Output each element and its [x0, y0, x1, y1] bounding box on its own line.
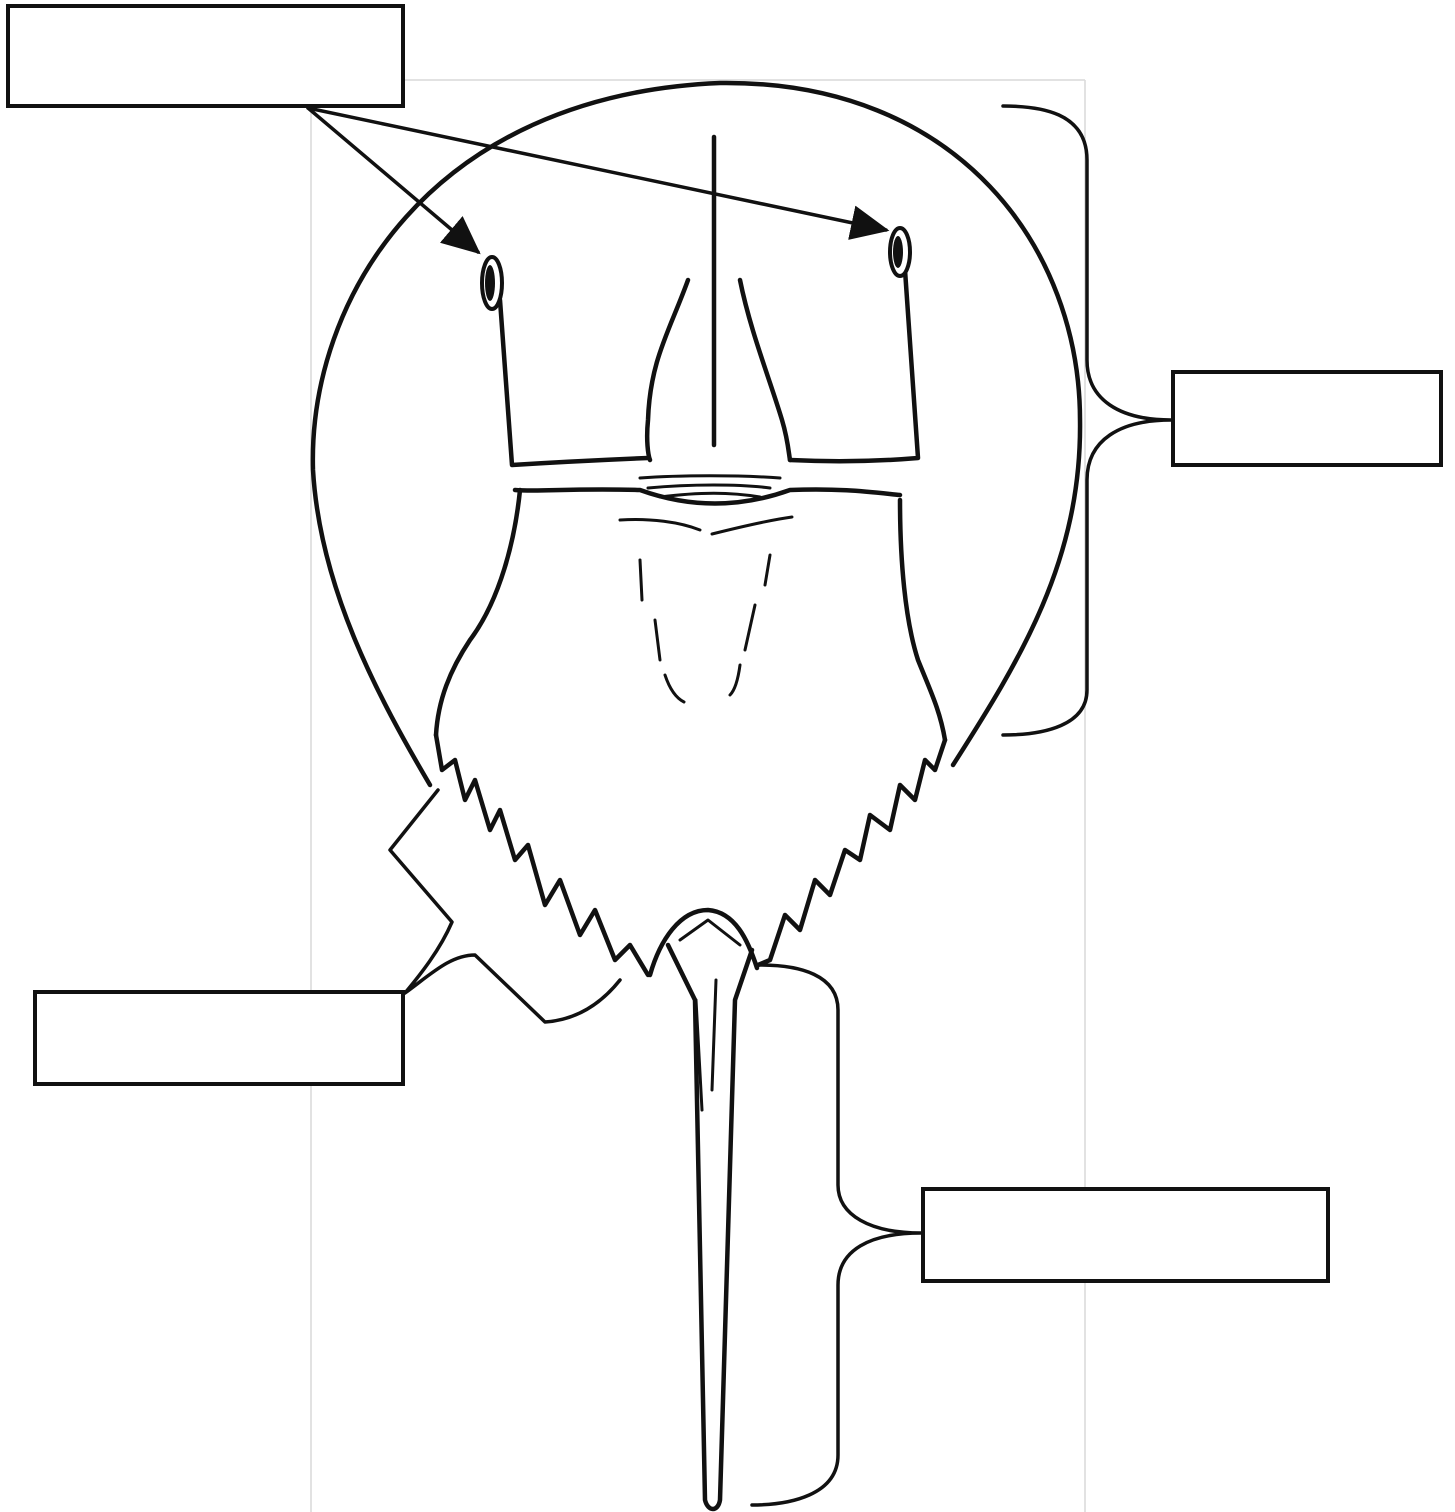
- label-box-telson[interactable]: [921, 1187, 1330, 1283]
- label-box-prosoma[interactable]: [1171, 370, 1443, 467]
- label-box-opisthosoma-spines[interactable]: [33, 990, 405, 1086]
- opisthosoma: [436, 489, 945, 975]
- eye-right-icon: [890, 228, 910, 276]
- telson-brace: [752, 965, 921, 1505]
- page-frame: [311, 80, 1085, 1512]
- eye-left-icon: [482, 257, 502, 309]
- label-box-eyes[interactable]: [6, 4, 405, 108]
- telson: [650, 910, 757, 1509]
